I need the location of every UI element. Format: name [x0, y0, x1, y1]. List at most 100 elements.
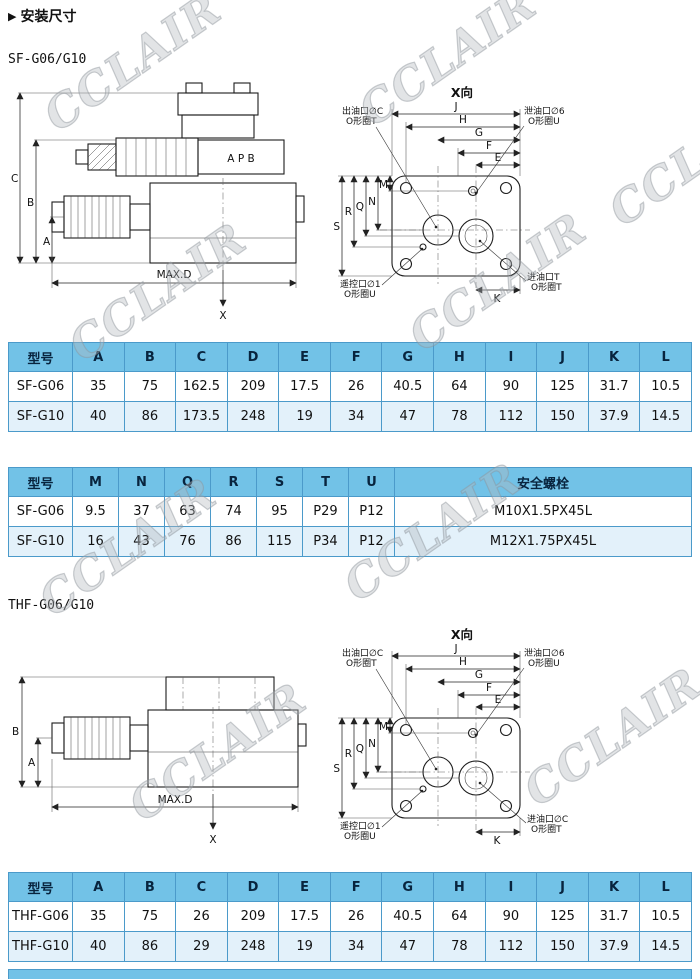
x-direction-label: X — [219, 310, 226, 322]
bolt-hole — [399, 723, 413, 737]
dim-r-label: R — [345, 206, 352, 218]
sf-side-dimensions: C B A MAX.D X — [11, 92, 297, 322]
col-header: J — [536, 342, 589, 372]
cell: 26 — [329, 371, 383, 402]
table-row: THF-G06 35 75 26 209 17.5 26 40.5 64 90 … — [8, 901, 692, 932]
dim-g-label: G — [475, 669, 483, 681]
dim-n-label: N — [368, 196, 376, 208]
solenoid-ribs — [125, 138, 187, 176]
col-header: I — [484, 872, 538, 902]
next-table-header-partial — [8, 969, 692, 979]
cell: 34 — [329, 401, 383, 432]
col-header: C — [175, 872, 228, 902]
thf-face-dimensions: J H G F E S R Q N M K — [333, 643, 521, 847]
outlet-oring-label: O形圈T — [346, 115, 377, 127]
cell: 19 — [278, 401, 331, 432]
cell: 35 — [72, 901, 125, 932]
cell: 162.5 — [175, 371, 228, 402]
cell: 150 — [536, 931, 589, 962]
inlet-oring-label: O形圈T — [531, 281, 562, 293]
sf-dimension-table-1: 型号 A B C D E F G H I J K L SF-G06 35 75 … — [8, 342, 692, 432]
col-header: M — [72, 467, 119, 497]
cell: SF-G10 — [8, 401, 73, 432]
thf-face-view-drawing: X向 J H G F E — [333, 627, 568, 847]
col-header: N — [118, 467, 165, 497]
col-header: B — [123, 342, 177, 372]
cell: 173.5 — [175, 401, 228, 432]
cell: 95 — [256, 496, 303, 527]
cell: 90 — [484, 371, 538, 402]
inlet-port-label: 进油口T — [527, 271, 560, 283]
cell: 78 — [433, 401, 486, 432]
cell: 112 — [484, 401, 538, 432]
cell: 40.5 — [381, 901, 435, 932]
maxd-label: MAX.D — [157, 269, 192, 281]
cell: 10.5 — [639, 901, 692, 932]
bolt-hole — [499, 181, 513, 195]
col-header: A — [72, 342, 125, 372]
thf-dimension-table: 型号 A B C D E F G H I J K L THF-G06 35 75… — [8, 872, 692, 962]
x-direction-label: X — [209, 834, 216, 846]
col-header: L — [639, 342, 692, 372]
dim-q-label: Q — [356, 743, 364, 755]
dim-j-label: J — [453, 101, 457, 113]
col-header: 型号 — [8, 467, 73, 497]
cell: 14.5 — [639, 401, 692, 432]
cell: 248 — [226, 401, 280, 432]
table-header-row: 型号 M N Q R S T U 安全螺栓 — [8, 467, 692, 497]
dim-k-label: K — [494, 835, 502, 847]
col-header: G — [381, 872, 435, 902]
bolt-hole — [499, 799, 513, 813]
table-header-row: 型号 A B C D E F G H I J K L — [8, 342, 692, 372]
cell: 248 — [226, 931, 280, 962]
sf-port-labels: 出油口∅C O形圈T 泄油口∅6 O形圈U 遥控口∅1 O形圈U 进油口T O形… — [340, 105, 565, 300]
dim-h-label: H — [459, 114, 467, 126]
thf-side-view-drawing: B A MAX.D X — [12, 676, 307, 846]
col-header: L — [639, 872, 692, 902]
cell: P12 — [348, 496, 395, 527]
col-header: Q — [164, 467, 211, 497]
cell: 34 — [329, 931, 383, 962]
cell: 35 — [72, 371, 125, 402]
cell: 40.5 — [381, 371, 435, 402]
cell: 125 — [536, 901, 589, 932]
col-header: K — [587, 872, 641, 902]
dim-g-label: G — [475, 127, 483, 139]
cell: 17.5 — [278, 901, 331, 932]
col-header: D — [226, 342, 280, 372]
cell: 75 — [123, 901, 177, 932]
drain-port-label: 泄油口∅6 — [524, 647, 565, 659]
cell: 75 — [123, 371, 177, 402]
bolt-hole — [399, 181, 413, 195]
dim-e-label: E — [495, 152, 502, 164]
thf-side-dimensions: B A MAX.D X — [12, 676, 299, 846]
section-marker-icon: ▶ — [8, 9, 17, 23]
cell: 63 — [164, 496, 211, 527]
col-header: C — [175, 342, 228, 372]
bolt-hole — [499, 723, 513, 737]
page-title-text: 安装尺寸 — [20, 9, 77, 25]
cell: M10X1.5PX45L — [394, 496, 692, 527]
col-header: B — [123, 872, 177, 902]
cell: 40 — [72, 931, 125, 962]
dim-m-label: M — [379, 179, 388, 191]
page-title: ▶ 安装尺寸 — [8, 6, 76, 26]
outlet-port-label: 出油口∅C — [342, 105, 383, 117]
maxd-label: MAX.D — [158, 794, 193, 806]
cell: 31.7 — [587, 371, 641, 402]
table-row: THF-G10 40 86 29 248 19 34 47 78 112 150… — [8, 931, 692, 962]
cell: 86 — [123, 931, 177, 962]
cell: 115 — [256, 526, 303, 557]
cell: 150 — [536, 401, 589, 432]
cell: M12X1.75PX45L — [394, 526, 692, 557]
cell: 209 — [226, 901, 280, 932]
section-label-sf: SF-G06/G10 — [8, 52, 87, 67]
table-row: SF-G06 9.5 37 63 74 95 P29 P12 M10X1.5PX… — [8, 496, 692, 527]
dim-j-label: J — [453, 643, 457, 655]
sf-valve-outline — [51, 82, 305, 264]
bolt-hole — [499, 257, 513, 271]
remote-oring-label: O形圈U — [344, 288, 376, 300]
outlet-port-label: 出油口∅C — [342, 647, 383, 659]
cell: 9.5 — [72, 496, 119, 527]
x-view-label: X向 — [451, 627, 473, 642]
